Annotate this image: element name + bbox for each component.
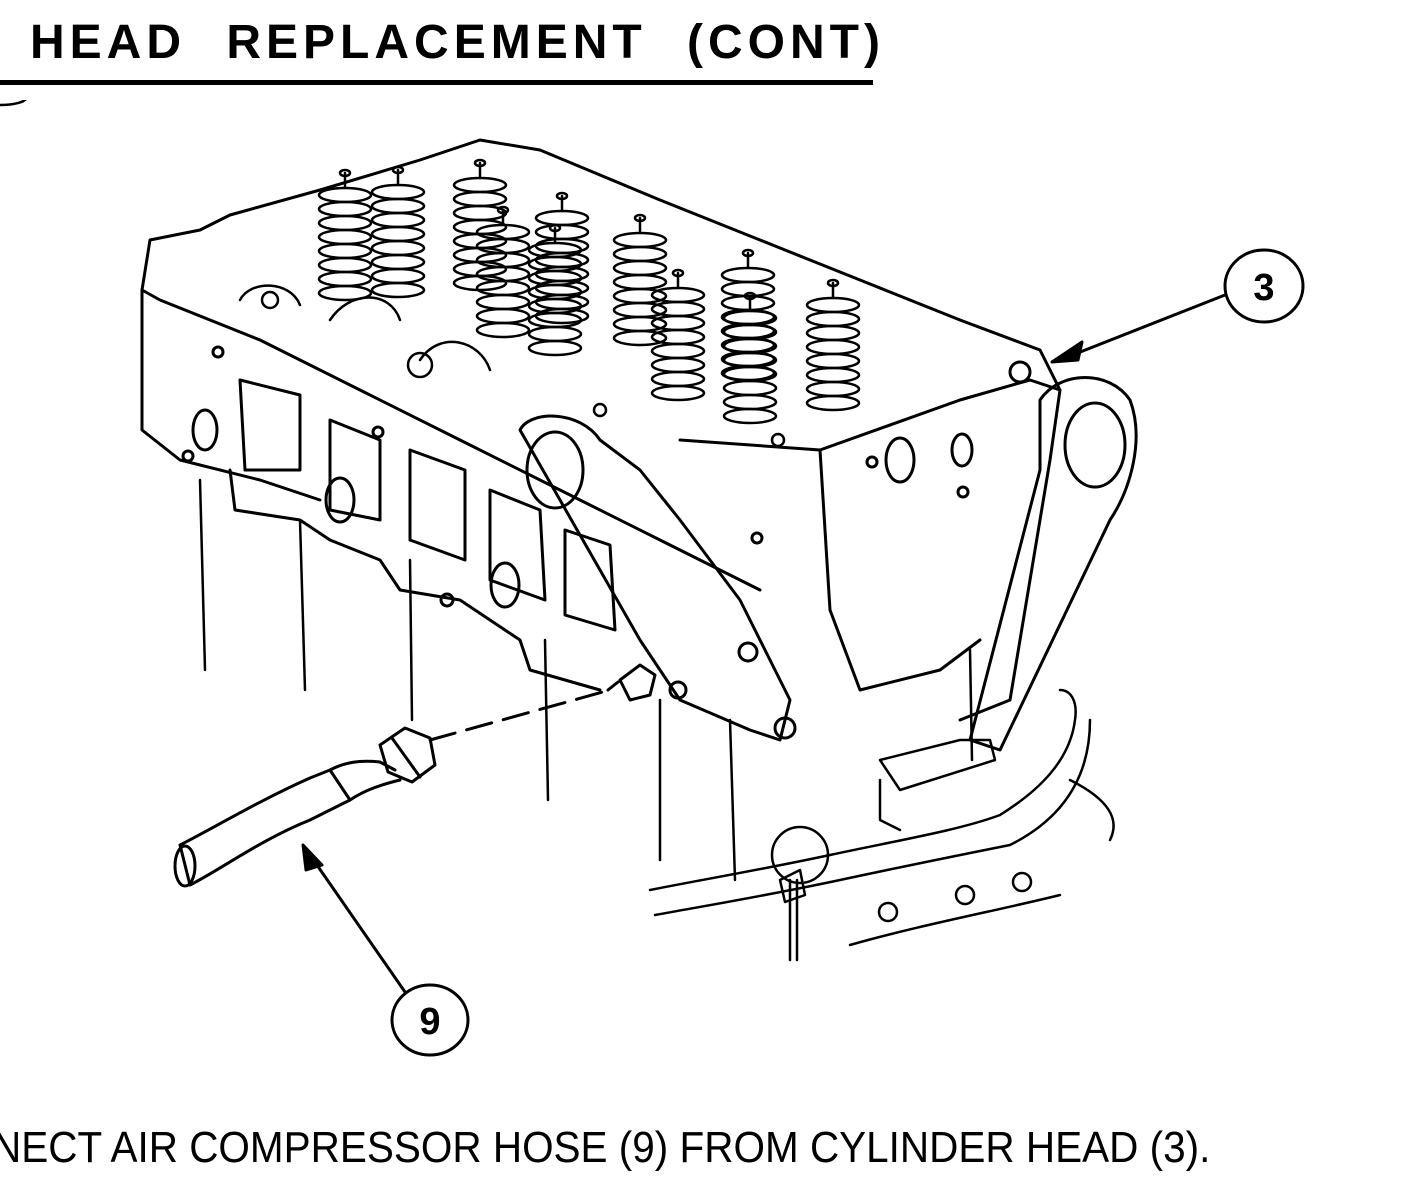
connection-dash-line <box>428 688 612 742</box>
page-title: HEAD REPLACEMENT (CONT) <box>30 16 885 69</box>
bracket-hole-rear <box>1063 401 1127 489</box>
wiring-harness <box>648 688 1115 962</box>
callout-label-3: 3 <box>1253 267 1274 309</box>
callout-9: 9 <box>301 843 470 1057</box>
cylinder-head-body <box>140 138 1062 722</box>
instruction-text: NECT AIR COMPRESSOR HOSE (9) FROM CYLIND… <box>0 1123 1211 1172</box>
cam-saddles <box>238 284 786 448</box>
lifting-bracket-rear <box>968 376 1138 752</box>
cylinder-head-illustration: 3 9 <box>0 100 1305 1057</box>
lifting-bracket-front <box>518 414 792 742</box>
air-compressor-hose <box>173 726 437 888</box>
compressor-fitting <box>606 663 657 702</box>
title-underline <box>0 80 873 85</box>
engine-block-lines <box>198 478 974 882</box>
valve-springs <box>0 100 861 425</box>
callout-label-9: 9 <box>419 1001 440 1043</box>
callout-3: 3 <box>1050 248 1305 364</box>
bracket-hole-front <box>525 430 585 510</box>
